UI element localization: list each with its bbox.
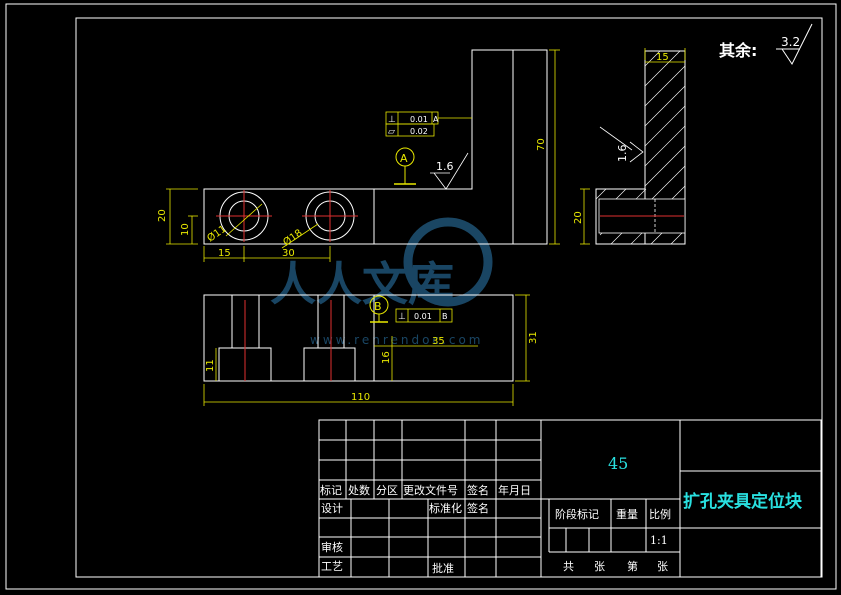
svg-text:0.01: 0.01 [414,312,432,321]
bottom-counterbore-dim: 11 [205,359,216,372]
svg-text:重量: 重量 [616,507,638,521]
svg-text:批准: 批准 [432,561,454,575]
svg-text:人人文库: 人人文库 [270,257,454,311]
side-roughness: 1.6 [599,126,644,163]
svg-text:1:1: 1:1 [650,534,668,547]
svg-text:1.6: 1.6 [616,145,629,163]
svg-text:审核: 审核 [321,540,343,554]
svg-text:0.02: 0.02 [410,127,428,136]
svg-text:张: 张 [594,560,605,573]
svg-text:1.6: 1.6 [436,160,454,173]
front-view [203,49,548,245]
bottom-length-dim: 110 [351,392,370,403]
svg-text:B: B [374,300,382,313]
svg-text:B: B [442,312,448,321]
front-gdt-frame: ⊥ 0.01 A ▱ 0.02 [385,111,472,137]
front-roughness: 1.6 [430,152,469,190]
svg-text:标准化: 标准化 [429,501,462,515]
svg-text:年月日: 年月日 [498,483,531,497]
bottom-gdt-frame: ⊥ 0.01 B [395,308,453,323]
svg-text:⊥: ⊥ [388,115,396,125]
svg-text:设计: 设计 [321,502,343,515]
svg-text:标记: 标记 [320,483,342,497]
side-dimensions [580,48,686,245]
svg-text:⊥: ⊥ [398,312,406,322]
svg-text:3.2: 3.2 [781,35,800,49]
svg-text:▱: ▱ [388,127,395,137]
bottom-step-height-dim: 16 [381,351,392,364]
datum-b-symbol: B [369,295,389,323]
svg-text:其余:: 其余: [719,41,757,60]
svg-text:20: 20 [157,209,168,222]
svg-text:签名: 签名 [467,483,489,497]
side-hole [598,198,686,234]
bottom-view [203,294,514,382]
svg-text:签名: 签名 [467,501,489,515]
svg-text:工艺: 工艺 [321,560,343,573]
svg-text:更改文件号: 更改文件号 [403,483,458,497]
svg-text:阶段标记: 阶段标记 [555,507,599,521]
datum-a-symbol: A [394,147,416,185]
svg-text:A: A [433,115,439,124]
outer-frame [5,3,837,590]
side-width-dim: 15 [656,52,669,63]
svg-text:0.01: 0.01 [410,115,428,124]
title-block-texts: 45 扩孔夹具定位块 标记 处数 分区 更改文件号 签名 年月日 设计 标准化 … [320,454,803,575]
material: 45 [608,454,628,473]
svg-text:15: 15 [218,248,231,259]
svg-text:比例: 比例 [649,507,671,521]
svg-text:共: 共 [563,560,574,573]
svg-text:第: 第 [627,559,638,573]
roughness-note: 其余: 3.2 [719,23,813,65]
watermark: 人人文库 www.renrendoc.com [270,217,493,347]
svg-text:70: 70 [536,138,547,151]
bottom-height-dim: 31 [528,331,539,344]
svg-text:处数: 处数 [348,484,370,497]
title-block [318,419,822,578]
bottom-step-offset-dim: 35 [432,336,445,347]
side-height-dim: 20 [573,211,584,224]
front-dimensions [166,49,560,262]
svg-text:10: 10 [180,223,191,236]
svg-text:A: A [400,152,408,165]
svg-text:张: 张 [657,560,668,573]
svg-text:www.renrendoc.com: www.renrendoc.com [310,333,483,347]
bottom-dimensions [203,294,530,406]
svg-text:30: 30 [282,248,295,259]
part-name: 扩孔夹具定位块 [683,491,803,512]
svg-text:分区: 分区 [376,484,398,497]
